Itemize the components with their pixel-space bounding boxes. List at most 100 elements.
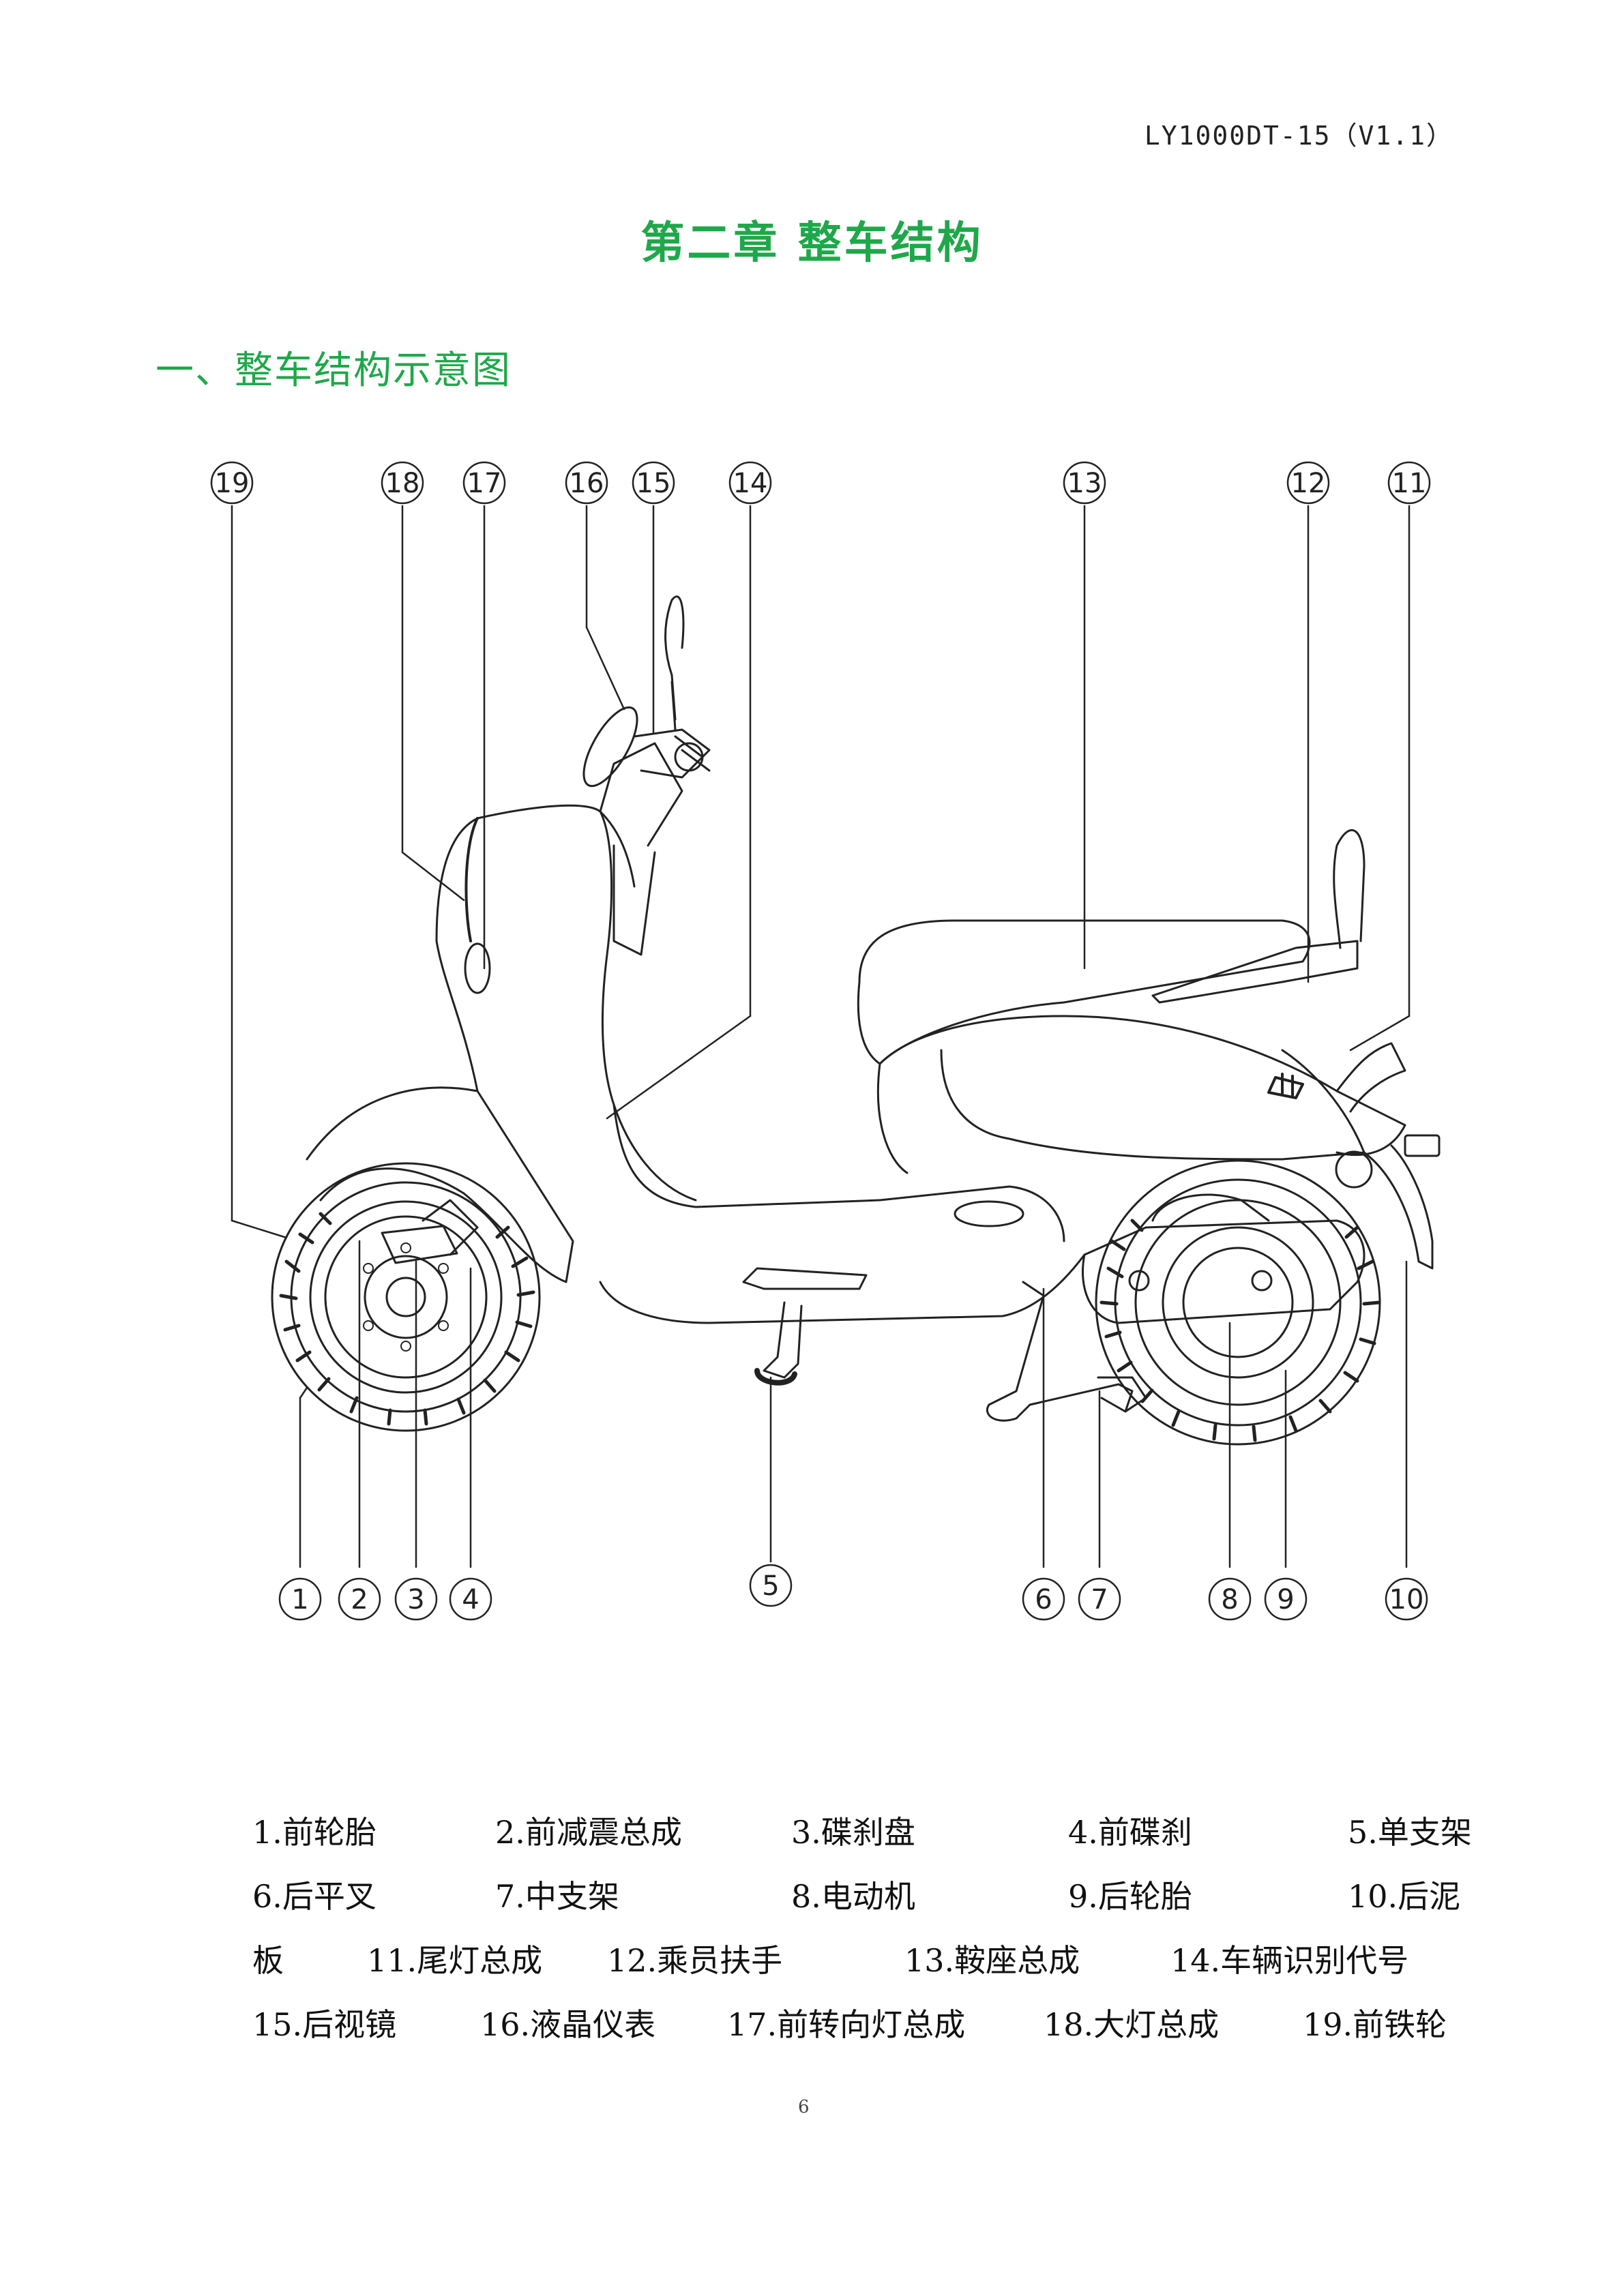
svg-text:9: 9 [1277,1584,1294,1615]
callout-10: 10 [1385,1577,1428,1621]
rear-body [879,1015,1406,1157]
svg-text:19: 19 [215,468,250,499]
headlight [464,817,479,942]
steering-column [599,742,683,847]
front-fender [306,1086,574,1283]
legend-item: 19.前铁轮 [1303,2006,1447,2043]
passenger-handle [1151,940,1359,1004]
legend-item: 9.后轮胎 [1068,1878,1192,1915]
svg-text:6: 6 [1035,1584,1052,1615]
callout-5: 5 [749,1564,793,1607]
callout-3: 3 [394,1577,438,1621]
legend-item: 10.后泥 [1348,1878,1461,1915]
shield-edge [599,810,636,888]
callout-19: 19 [210,461,254,505]
svg-text:12: 12 [1291,468,1326,499]
legend-item: 板 [252,1942,284,1979]
svg-text:13: 13 [1067,468,1102,499]
legend-item: 15.后视镜 [252,2006,397,2043]
svg-text:11: 11 [1392,468,1427,499]
legend-item: 18.大灯总成 [1044,2006,1220,2043]
backrest [1333,829,1365,949]
legend-item: 11.尾灯总成 [367,1942,543,1979]
front-brake-caliper [381,1225,458,1264]
side-stand [763,1301,803,1379]
handlebar-left [633,728,711,779]
legend-item: 14.车辆识别代号 [1170,1942,1409,1979]
underbody [599,1253,1086,1324]
front-fork [422,1199,479,1256]
legend-item: 7.中支架 [495,1878,619,1915]
legend-item: 4.前碟刹 [1068,1814,1192,1851]
swing-arm-bolt-left [1128,1270,1150,1292]
callout-18: 18 [381,461,424,505]
legend-item: 13.鞍座总成 [904,1942,1080,1979]
callout-1: 1 [278,1577,322,1621]
svg-text:18: 18 [385,468,420,499]
chapter-title: 第二章 整车结构 [640,218,984,269]
front-turn-light [464,942,491,994]
front-wheel [271,1162,541,1432]
legend-item: 1.前轮胎 [252,1814,377,1851]
rear-wheel [1095,1159,1381,1446]
svg-text:10: 10 [1389,1584,1424,1615]
seat [857,919,1311,1065]
callout-7: 7 [1078,1577,1121,1621]
svg-text:17: 17 [467,468,502,499]
rear-reflector [1404,1134,1441,1157]
leader-lines [231,505,1411,1568]
legend-item: 2.前减震总成 [495,1814,682,1851]
rear-axle-cap [1335,1150,1373,1189]
callout-16: 16 [565,461,608,505]
callout-13: 13 [1063,461,1106,505]
swing-arm-bolt-right [1251,1270,1273,1292]
legend-item: 12.乘员扶手 [607,1942,783,1979]
center-stand [986,1281,1134,1422]
center-cover [742,1267,868,1290]
rear-view-mirror [664,595,685,721]
document-code: LY1000DT-15（V1.1） [1144,121,1453,151]
section-title: 一、整车结构示意图 [156,348,512,393]
callout-6: 6 [1022,1577,1065,1621]
callout-14: 14 [728,461,772,505]
lcd-instrument [582,706,638,788]
rear-shock [1151,1193,1270,1222]
callout-9: 9 [1264,1577,1308,1621]
svg-text:16: 16 [570,468,604,499]
rear-swing-arm [1081,1219,1365,1324]
page-number: 6 [798,2097,810,2117]
tail-light [1335,1042,1406,1113]
callout-15: 15 [632,461,675,505]
rear-mudguard [1363,1144,1434,1270]
callout-2: 2 [338,1577,381,1621]
rear-badge [1267,1073,1304,1099]
svg-text:8: 8 [1221,1584,1238,1615]
floor-board [612,1103,881,1208]
svg-text:14: 14 [733,468,768,499]
callout-12: 12 [1286,461,1330,505]
side-badge [954,1200,1024,1227]
legend-item: 3.碟刹盘 [791,1814,915,1851]
legend-item: 17.前转向灯总成 [727,2006,966,2043]
rear-panel [940,1049,1365,1161]
callout-4: 4 [449,1577,492,1621]
svg-text:1: 1 [291,1584,308,1615]
scooter-drawing [271,595,1441,1446]
callout-8: 8 [1208,1577,1252,1621]
svg-text:3: 3 [407,1584,424,1615]
svg-text:15: 15 [636,468,671,499]
legend-item: 6.后平叉 [252,1878,377,1915]
callout-17: 17 [462,461,506,505]
legend-item: 8.电动机 [791,1878,915,1915]
svg-text:7: 7 [1091,1584,1108,1615]
svg-text:4: 4 [462,1584,479,1615]
handle-grip [674,742,704,772]
svg-text:2: 2 [351,1584,368,1615]
legend-item: 16.液晶仪表 [480,2006,656,2043]
svg-text:5: 5 [762,1570,779,1602]
callouts: 19 18 17 16 15 14 13 12 11 1 2 3 4 5 6 7… [210,461,1431,1621]
callout-11: 11 [1387,461,1431,505]
front-shield [435,804,697,1202]
glovebox [612,844,656,956]
